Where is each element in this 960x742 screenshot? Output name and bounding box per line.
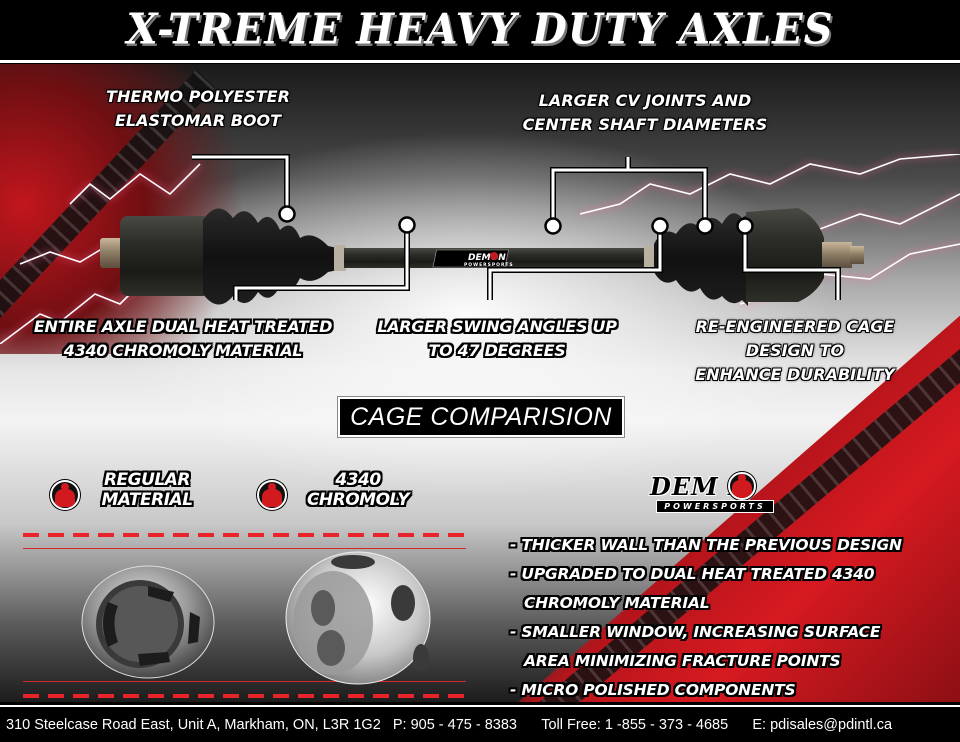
callout-dot (398, 216, 416, 234)
demon-logo-icon (257, 480, 287, 510)
callout-dot (544, 217, 562, 235)
svg-text:POWERSPORTS: POWERSPORTS (464, 262, 514, 268)
demon-logo-icon (50, 480, 80, 510)
shaft-brand-logo (432, 249, 509, 268)
dashed-divider (23, 694, 466, 698)
divider-line (23, 548, 466, 549)
callout-boot: THERMO POLYESTER ELASTOMAR BOOT (106, 87, 290, 130)
header-banner: X-TREME HEAVY DUTY AXLES (0, 0, 960, 58)
divider-line (23, 681, 466, 682)
feature-item: - MICRO POLISHED COMPONENTS (510, 681, 796, 699)
callout-dot (278, 205, 296, 223)
footer-email[interactable]: E: pdisales@pdintl.ca (752, 717, 893, 733)
page-title: X-TREME HEAVY DUTY AXLES (126, 4, 834, 54)
footer-toll-free: Toll Free: 1 -855 - 373 - 4685 (541, 717, 729, 733)
feature-item: - SMALLER WINDOW, INCREASING SURFACE ARE… (510, 623, 881, 670)
callout-dot (696, 217, 714, 235)
feature-item: - THICKER WALL THAN THE PREVIOUS DESIGN (510, 536, 902, 554)
callout-cage-design: RE-ENGINEERED CAGE DESIGN TO ENHANCE DUR… (695, 317, 895, 384)
feature-list: - THICKER WALL THAN THE PREVIOUS DESIGN … (510, 531, 950, 702)
callout-dot (736, 217, 754, 235)
demon-powersports-logo: DEM N POWERSPORTS (650, 472, 780, 516)
demon-logo-icon (728, 472, 756, 500)
axle-product-image: DEMON POWERSPORTS (100, 208, 864, 306)
red-splatter-decoration (0, 64, 270, 354)
callout-heat-treated: ENTIRE AXLE DUAL HEAT TREATED 4340 CHROM… (33, 317, 333, 360)
contact-footer: 310 Steelcase Road East, Unit A, Markham… (0, 708, 960, 742)
header-divider (0, 60, 960, 63)
footer-divider (0, 705, 960, 707)
label-regular-material: REGULAR MATERIAL (101, 470, 193, 510)
label-4340-chromoly: 4340 CHROMOLY (306, 470, 410, 510)
callout-swing-angles: LARGER SWING ANGLES UP TO 47 DEGREES (377, 317, 617, 360)
dashed-divider (23, 533, 466, 537)
regular-cage-image (81, 565, 215, 679)
callout-leader-lines (192, 154, 841, 300)
callout-dot (651, 217, 669, 235)
chromoly-cage-image (285, 551, 431, 685)
footer-phone: P: 905 - 475 - 8383 (392, 717, 518, 733)
footer-address: 310 Steelcase Road East, Unit A, Markham… (6, 717, 381, 733)
feature-item: - UPGRADED TO DUAL HEAT TREATED 4340 CHR… (510, 565, 875, 612)
callout-cv-joints: LARGER CV JOINTS AND CENTER SHAFT DIAMET… (522, 91, 768, 134)
svg-text:DEMON: DEMON (468, 253, 506, 263)
cage-comparison-title: CAGE COMPARISION (337, 396, 625, 438)
product-showcase: DEMON POWERSPORTS (0, 64, 960, 702)
